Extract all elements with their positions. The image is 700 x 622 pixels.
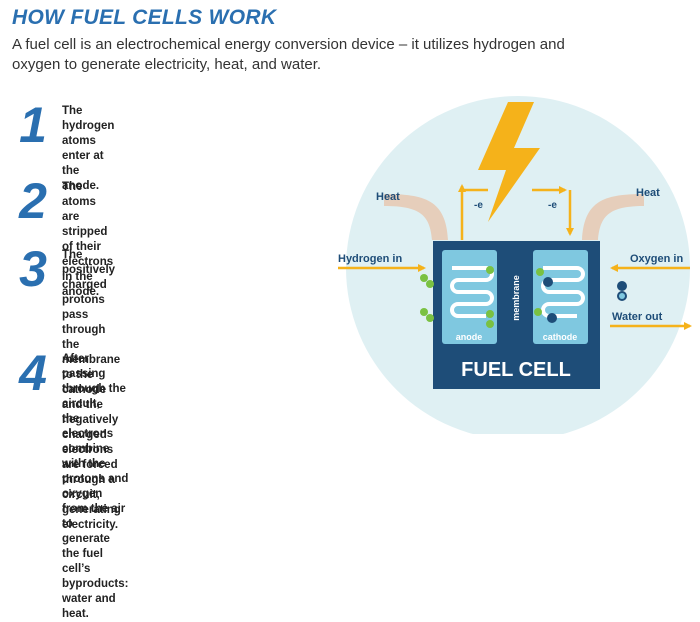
membrane-label: membrane	[511, 275, 521, 321]
hydrogen-atom	[420, 274, 428, 282]
lightning-bolt-icon	[478, 102, 540, 222]
step-number: 3	[19, 241, 47, 297]
step-text: The hydrogen atoms enter at the anode.	[62, 104, 114, 194]
hydrogen-atom	[426, 314, 434, 322]
step-line: After passing through the circuit,	[62, 353, 126, 410]
heat-wave-left-icon	[384, 194, 448, 240]
membrane-strip	[505, 250, 525, 344]
page-subtitle: A fuel cell is an electrochemical energy…	[12, 36, 565, 73]
cathode-label: cathode	[543, 332, 578, 342]
step-line: The atoms are stripped	[62, 181, 108, 238]
oxygen-atom	[543, 277, 553, 287]
water-droplet-icon	[619, 293, 625, 299]
hydrogen-atom	[420, 308, 428, 316]
step-line: anode.	[62, 286, 100, 298]
oxygen-atom	[617, 281, 627, 291]
cathode-panel	[533, 250, 588, 344]
step-line: of their electrons in the	[62, 241, 114, 283]
step-number: 1	[19, 97, 47, 153]
heat-label-left: Heat	[376, 191, 400, 203]
anode-coil-icon	[450, 266, 494, 318]
hydrogen-atoms	[420, 266, 544, 328]
step-line: protons and oxygen from the air to	[62, 473, 129, 530]
hydrogen-in-label: Hydrogen in	[338, 253, 402, 265]
electron-label-left: -e	[474, 200, 483, 211]
hydrogen-atom	[426, 280, 434, 288]
oxygen-in-label: Oxygen in	[630, 253, 683, 265]
hydrogen-atom	[486, 310, 494, 318]
fuel-cell-diagram: -e -e Heat Heat anode membrane cathode F…	[338, 96, 692, 434]
step-line: pass through the membrane to the	[62, 309, 121, 381]
anode-label: anode	[456, 332, 483, 342]
fuel-cell-label: FUEL CELL	[461, 359, 571, 381]
oxygen-atom	[547, 313, 557, 323]
anode-panel	[442, 250, 497, 344]
hydrogen-atom	[486, 320, 494, 328]
hydrogen-atom	[486, 266, 494, 274]
step-number: 4	[19, 345, 47, 401]
step-number: 2	[19, 173, 47, 229]
water-out-label: Water out	[612, 311, 663, 323]
step-line: The positively charged protons	[62, 249, 116, 306]
step-line: enter at the anode.	[62, 150, 104, 192]
step-line: The hydrogen atoms	[62, 105, 115, 147]
page-title: HOW FUEL CELLS WORK	[12, 6, 277, 29]
step-line: generate the fuel cell’s byproducts:	[62, 533, 129, 590]
heat-wave-right-icon	[582, 194, 644, 240]
step-text: The atoms are stripped of their electron…	[62, 180, 113, 300]
heat-label-right: Heat	[636, 187, 660, 199]
cathode-coil-icon	[541, 266, 585, 318]
oxygen-atoms	[543, 277, 627, 323]
hydrogen-atom	[536, 268, 544, 276]
hydrogen-atom	[534, 308, 542, 316]
electron-label-right: -e	[548, 200, 557, 211]
step-line: water and heat.	[62, 593, 116, 620]
